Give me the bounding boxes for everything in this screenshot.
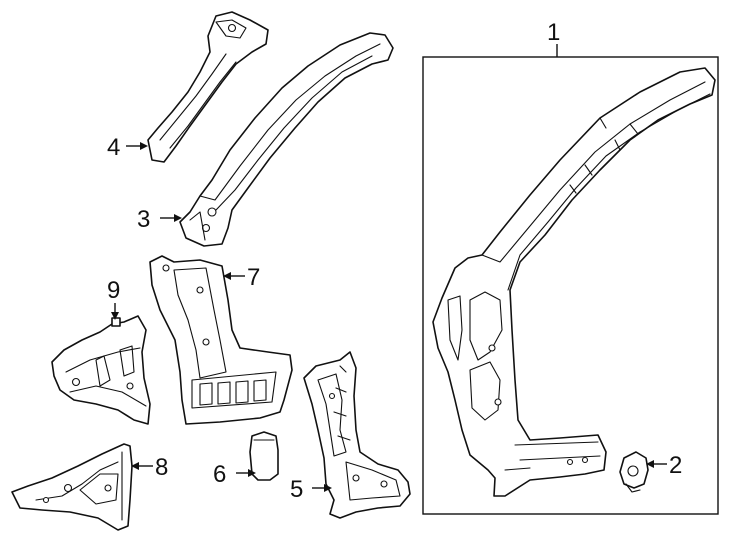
part-7-slots [199, 379, 267, 406]
part-7-hole-a [196, 286, 204, 294]
part-4-hole [227, 23, 237, 33]
part-9-wheelhouse-bracket: 9 [51, 277, 151, 425]
part-8-hole-a [63, 483, 73, 493]
part-5-tabs [333, 365, 351, 441]
part-1-frame [422, 56, 719, 515]
part-4-upper-bracket: 4 [107, 11, 269, 163]
part-8-hole-b [104, 484, 112, 492]
part-3-foot [189, 211, 206, 241]
part-9-arch [69, 385, 147, 407]
part-1-pillar-assembly: 1 [422, 19, 719, 515]
part-1-hole-b [494, 398, 502, 406]
part-9-clip [111, 317, 121, 327]
part-7-hole-c [162, 264, 170, 272]
part-9-pockets [95, 345, 135, 387]
part-4-ribs [159, 53, 237, 149]
callout-2: 2 [669, 452, 682, 479]
part-1-hole-d [581, 456, 589, 464]
part-5-channel [317, 373, 347, 457]
part-8-pocket [79, 473, 119, 505]
part-1-side-flange [447, 295, 463, 361]
callout-1: 1 [547, 19, 560, 46]
part-8-hole-c [42, 496, 50, 504]
part-1-cutout-upper [469, 291, 503, 361]
part-8-outline [11, 443, 133, 531]
part-1-tabs [569, 117, 639, 194]
part-1-sill-lines [504, 441, 601, 471]
part-4-outline [147, 11, 269, 163]
part-6-pad: 6 [213, 431, 279, 488]
part-1-hole-c [566, 458, 574, 466]
part-7-lower-box [191, 371, 277, 409]
part-5-hole-c [328, 392, 336, 400]
callout-8-arrow [131, 462, 139, 470]
callout-5: 5 [290, 476, 303, 503]
callout-6: 6 [213, 461, 226, 488]
part-9-hole-a [71, 377, 81, 387]
part-1-edge-flange [507, 93, 711, 291]
part-3-pillar-reinforcement: 3 [137, 32, 394, 247]
part-3-outline [179, 32, 394, 247]
part-1-cutout-lower [469, 361, 501, 421]
part-2-base [625, 483, 641, 493]
part-2-grommet: 2 [619, 451, 682, 493]
part-8-rib-top [35, 461, 119, 501]
part-5-lower-reinforcement: 5 [290, 351, 411, 519]
callout-3-arrow [174, 214, 182, 222]
part-7-inner-panel: 7 [149, 255, 293, 425]
part-1-edge-inner [481, 81, 706, 263]
callout-9: 9 [107, 277, 120, 304]
callout-4-arrow [140, 142, 148, 150]
callout-2-arrow [646, 460, 654, 468]
part-7-recess [173, 267, 227, 379]
part-9-hole-b [126, 382, 134, 390]
part-9-outline [51, 315, 151, 425]
part-5-outline [303, 351, 411, 519]
part-3-edge-bottom [215, 55, 373, 211]
part-2-hole [627, 465, 639, 477]
callout-8: 8 [155, 454, 168, 481]
part-7-outline [149, 255, 293, 425]
part-3-hole-a [207, 207, 217, 217]
callout-7: 7 [247, 264, 260, 291]
part-1-hole-a [488, 344, 496, 352]
callout-6-arrow [248, 469, 256, 477]
part-8-lower-extension: 8 [11, 443, 168, 531]
part-4-top-plate [215, 19, 247, 39]
callout-4: 4 [107, 134, 120, 161]
callout-3: 3 [137, 206, 150, 233]
part-3-edge-top [199, 43, 381, 201]
part-5-foot-plate [345, 461, 401, 501]
callout-9-arrow [111, 312, 119, 320]
part-6-outline [249, 431, 279, 481]
part-5-hole-b [380, 480, 388, 488]
callout-5-arrow [324, 484, 332, 492]
callout-7-arrow [223, 272, 231, 280]
part-1-outline [432, 67, 716, 497]
part-7-hole-b [202, 338, 210, 346]
part-5-hole-a [352, 474, 360, 482]
